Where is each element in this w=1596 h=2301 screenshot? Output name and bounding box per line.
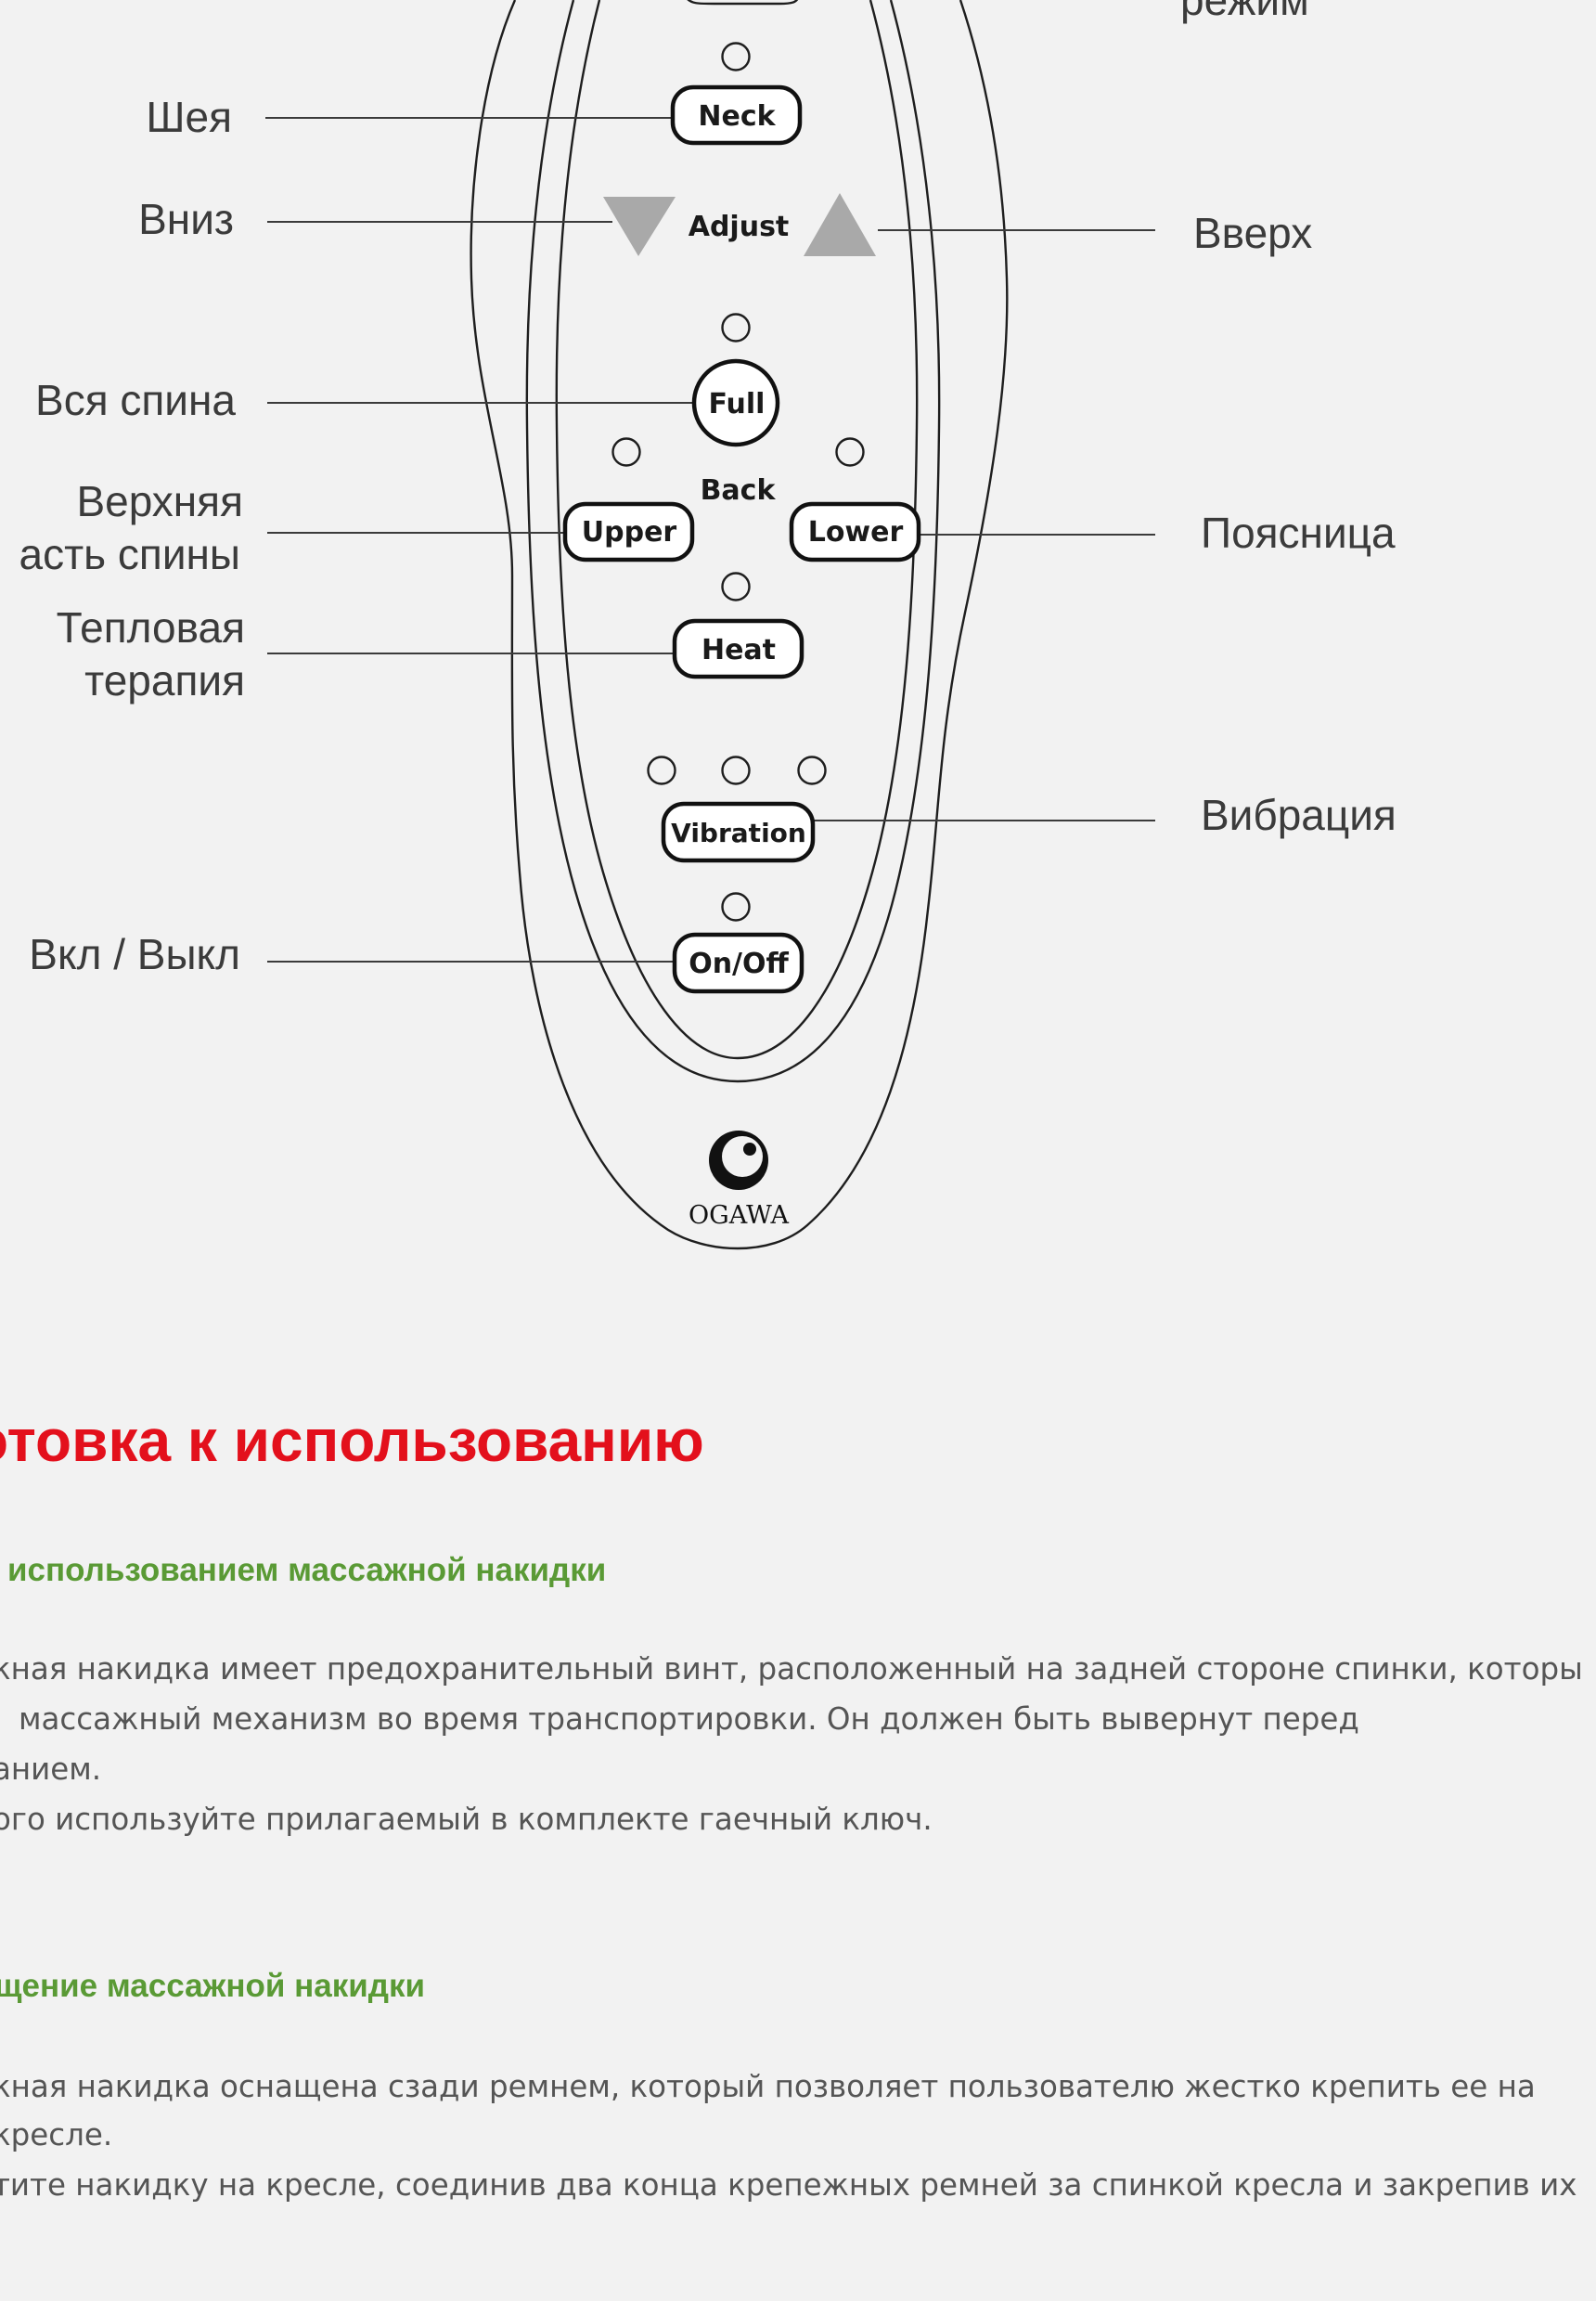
led-onoff xyxy=(721,892,751,922)
label-up: Вверх xyxy=(1193,209,1313,257)
remote-control-illustration: Neck Adjust Full Back Upper Lower Heat V… xyxy=(265,0,1155,1250)
neck-button-label: Neck xyxy=(698,100,776,133)
remote-outer-outline xyxy=(470,0,1009,1250)
onoff-button-label: On/Off xyxy=(689,948,789,980)
lower-button[interactable] xyxy=(789,501,921,562)
adjust-label: Adjust xyxy=(689,211,790,243)
label-power: Вкл / Выкл xyxy=(29,930,240,978)
label-heat-line1: Тепловая xyxy=(56,603,245,652)
subheading-before-use: использованием массажной накидки xyxy=(7,1552,607,1588)
heat-button[interactable] xyxy=(672,618,804,679)
upper-button[interactable] xyxy=(562,501,695,562)
led-neck xyxy=(721,42,751,71)
label-full-back: Вся спина xyxy=(35,376,236,424)
upper-button-label: Upper xyxy=(582,516,677,549)
lower-button-label: Lower xyxy=(808,516,904,549)
paragraph-line: ого используйте прилагаемый в комплекте … xyxy=(0,1802,933,1837)
remote-inner-outline-2 xyxy=(555,0,919,1060)
led-vibration-2 xyxy=(721,756,751,785)
remote-control-diagram: Neck Adjust Full Back Upper Lower Heat V… xyxy=(19,0,1396,1250)
leader-lines xyxy=(265,117,1155,963)
led-full xyxy=(721,313,751,343)
subheading-placement: щение массажной накидки xyxy=(0,1968,426,2004)
label-mode-partial: режим xyxy=(1180,0,1309,24)
label-heat-line2: терапия xyxy=(84,656,245,705)
led-lower xyxy=(835,437,865,467)
vibration-button[interactable] xyxy=(661,801,816,863)
paragraph-line: кная накидка оснащена сзади ремнем, кото… xyxy=(0,2069,1536,2104)
full-button-label: Full xyxy=(709,388,766,420)
paragraph-line: тите накидку на кресле, соединив два кон… xyxy=(0,2167,1577,2203)
paragraph-line: анием. xyxy=(0,1752,102,1787)
label-upper-back-line1: Верхняя xyxy=(76,477,243,525)
top-button-fragment xyxy=(687,0,799,6)
label-vibration: Вибрация xyxy=(1201,791,1396,839)
onoff-button[interactable] xyxy=(672,932,804,994)
section-title: отовка к использованию xyxy=(0,1407,704,1474)
ogawa-logo-icon: OGAWA xyxy=(689,1131,790,1230)
label-down: Вниз xyxy=(138,195,234,243)
led-vibration-1 xyxy=(647,756,676,785)
remote-inner-outline-1 xyxy=(525,0,941,1083)
vibration-button-label: Vibration xyxy=(671,818,806,848)
full-button[interactable] xyxy=(691,358,780,447)
led-vibration-3 xyxy=(797,756,827,785)
neck-button[interactable] xyxy=(670,84,803,146)
adjust-up-arrow-icon[interactable] xyxy=(804,193,876,256)
label-lower-back: Поясница xyxy=(1201,509,1396,557)
heat-button-label: Heat xyxy=(701,634,776,666)
back-label: Back xyxy=(701,474,777,507)
paragraph-line: массажный механизм во время транспортиро… xyxy=(19,1701,1359,1737)
paragraph-line: кресле. xyxy=(0,2117,113,2152)
adjust-down-arrow-icon[interactable] xyxy=(603,197,676,256)
led-heat xyxy=(721,572,751,601)
label-neck: Шея xyxy=(146,93,232,141)
brand-text: OGAWA xyxy=(689,1201,790,1230)
led-upper xyxy=(611,437,641,467)
label-upper-back-line2: асть спины xyxy=(19,530,240,578)
paragraph-line: кная накидка имеет предохранительный вин… xyxy=(0,1651,1583,1687)
